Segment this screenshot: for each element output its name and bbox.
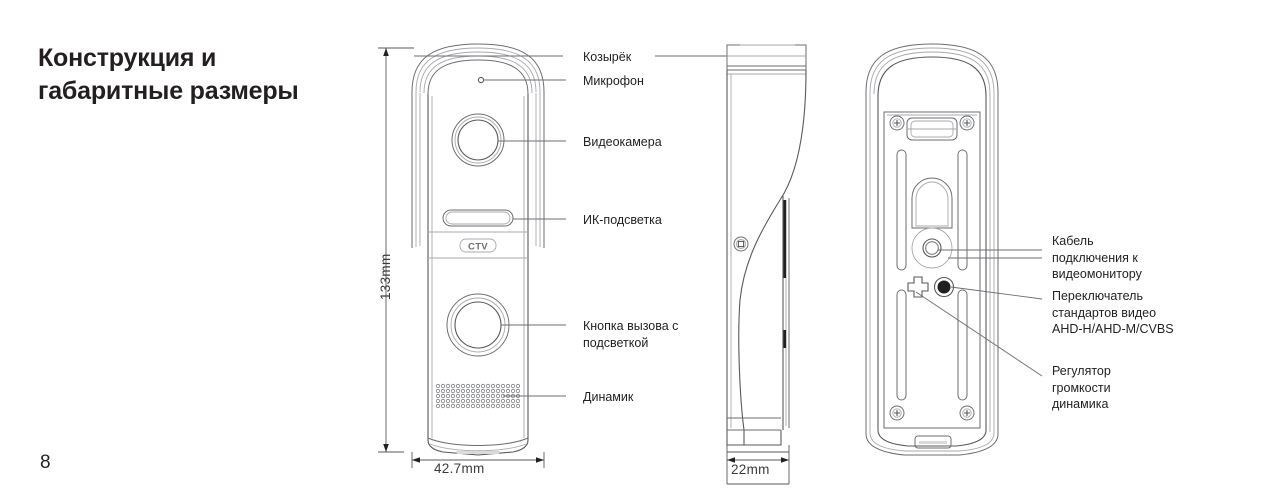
side-view [726, 44, 807, 446]
video-standard-switch[interactable] [933, 276, 955, 298]
side-screw [733, 236, 749, 252]
page-title-line-2: габаритные размеры [38, 76, 299, 105]
rear-view [865, 43, 999, 456]
ir-illumination-slot [442, 209, 514, 227]
brand-logo: CTV [459, 238, 497, 253]
dimension-width: 42.7mm [434, 461, 485, 476]
bottom-bracket-tab [914, 435, 952, 449]
leader-lines-left [414, 55, 727, 397]
dimension-height: 133mm [378, 253, 393, 300]
leader-lines-right [915, 249, 1043, 377]
callout-videocamera: Видеокамера [583, 135, 662, 149]
page-title: Конструкция и габаритные размеры [38, 42, 358, 107]
call-button-inner[interactable] [454, 301, 502, 349]
volume-regulator-screw[interactable] [907, 276, 929, 298]
callout-microphone: Микрофон [583, 74, 644, 88]
svg-text:CTV: CTV [468, 242, 488, 253]
callout-visor: Козырёк [583, 50, 632, 64]
cable-hole [911, 227, 953, 269]
top-bracket-slot [906, 117, 958, 141]
dimension-depth: 22mm [731, 462, 770, 477]
speaker-grille [435, 383, 521, 409]
callout-volume-regulator: Регулятор громкости динамика [1052, 364, 1111, 411]
page-title-line-1: Конструкция и [38, 44, 217, 72]
callout-call-button: Кнопка вызова с подсветкой [583, 319, 679, 350]
dimension-lines [378, 47, 790, 485]
page-number: 8 [40, 452, 51, 473]
call-button-mid-ring [450, 297, 506, 353]
camera-lens-outer [451, 113, 505, 167]
d-shaped-cutout [911, 177, 953, 229]
camera-lens-inner [457, 119, 499, 161]
rear-screws [889, 115, 975, 421]
call-button-outer-ring[interactable] [446, 293, 510, 357]
callout-video-standard-switch: Переключатель стандартов видео AHD-H/AHD… [1052, 289, 1174, 336]
camera-lens-mid [454, 116, 502, 164]
ir-illumination-slot-inner [445, 211, 511, 225]
callout-speaker: Динамик [583, 390, 634, 404]
callout-cable: Кабель подключения к видеомонитору [1052, 234, 1142, 281]
wall-mount-slots [896, 149, 968, 401]
front-view: CTV [411, 43, 545, 456]
microphone-hole [477, 76, 485, 84]
callout-ir-light: ИК-подсветка [583, 213, 662, 227]
